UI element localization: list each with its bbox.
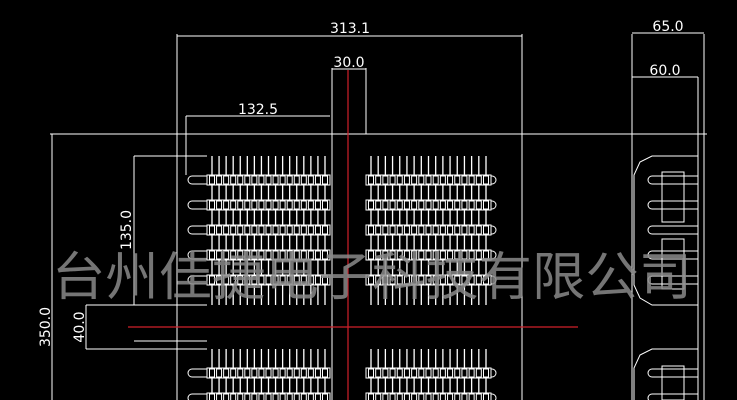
outline-geometry — [50, 32, 707, 400]
dim-block-height: 135.0 — [119, 210, 135, 250]
dim-overall-height: 350.0 — [38, 307, 54, 347]
dim-gap-height: 40.0 — [72, 311, 88, 342]
connector-rows — [187, 174, 698, 400]
company-watermark: 台州佳捷电子科技有限公司 — [52, 248, 692, 308]
dim-side-inner: 60.0 — [649, 63, 680, 79]
dim-block-offset: 132.5 — [238, 102, 278, 118]
dim-overall-width: 313.1 — [330, 21, 370, 37]
dim-side-outer: 65.0 — [652, 19, 683, 35]
dim-center-gap: 30.0 — [333, 55, 364, 71]
